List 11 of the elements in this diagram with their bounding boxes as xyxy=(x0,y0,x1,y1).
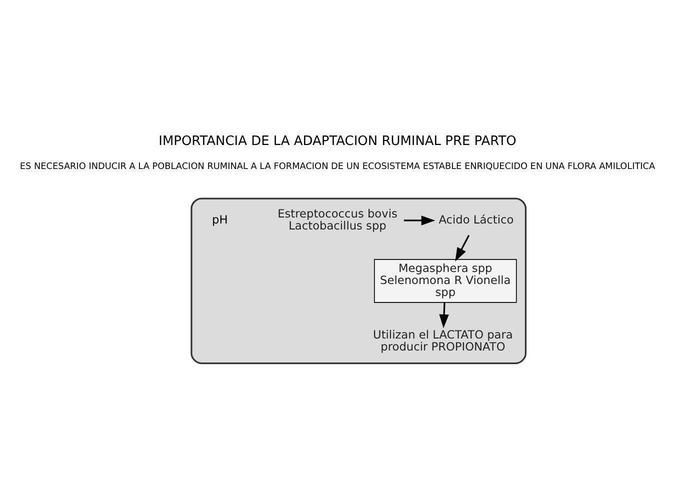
label: pH xyxy=(212,212,228,226)
node-box: Megasphera spp Selenomona R Vionella spp xyxy=(374,258,517,302)
node-text: Utilizan el LACTATO para producir PROPIONATO xyxy=(373,326,513,353)
label: ES NECESARIO INDUCIR A LA POBLACION RUMINAL A LA FORMACION DE UN ECOSISTEMA ESTABLE ENRIQUECIDO EN UNA FLORA AMILOLITICA xyxy=(20,162,656,172)
node-text: Estreptococcus bovis Lactobacillus spp xyxy=(278,206,398,232)
arrow xyxy=(455,234,470,262)
diagram-title: IMPORTANCIA DE LA ADAPTACION RUMINAL PRE PARTO xyxy=(158,133,516,148)
cluster xyxy=(190,197,527,364)
node-text: Acido Láctico xyxy=(438,212,514,226)
arrow xyxy=(439,302,449,328)
arrow xyxy=(404,215,436,225)
